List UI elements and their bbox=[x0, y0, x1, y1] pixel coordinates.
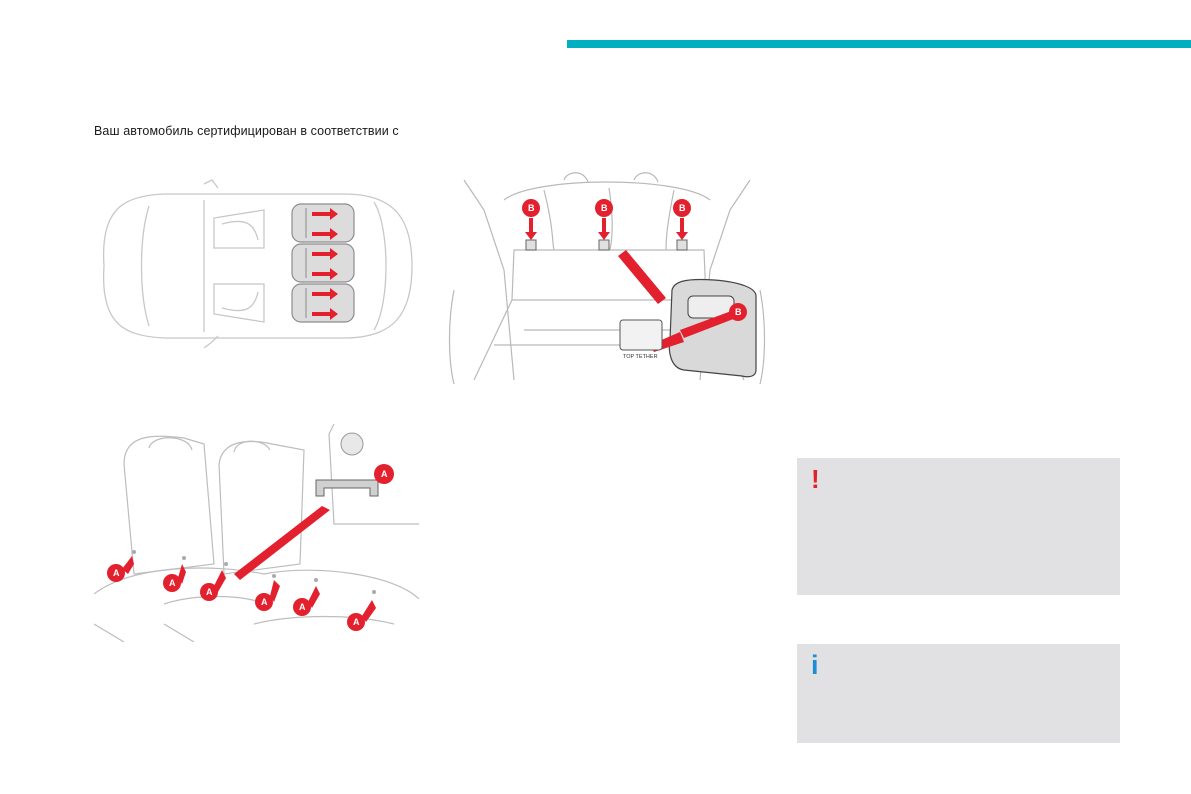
intro-text: Ваш автомобиль сертифицирован в соответс… bbox=[94, 124, 399, 138]
callout-b-label: B bbox=[735, 307, 742, 317]
isofix-arrows bbox=[312, 208, 338, 320]
header-accent-bar bbox=[567, 40, 1191, 48]
callout-a-label: A bbox=[113, 568, 120, 578]
top-tether-label: TOP TETHER bbox=[623, 354, 658, 360]
callout-b-label: B bbox=[601, 203, 608, 213]
car-top-view-illustration bbox=[94, 178, 422, 348]
callout-a-label: A bbox=[381, 469, 388, 479]
boot-top-tether-illustration: B B B B TOP TETHER bbox=[444, 170, 770, 386]
info-note-box: i bbox=[797, 644, 1120, 743]
info-icon: i bbox=[811, 650, 819, 680]
callout-b-label: B bbox=[528, 203, 535, 213]
callout-b-label: B bbox=[679, 203, 686, 213]
callout-a-label: A bbox=[206, 587, 213, 597]
warning-note-box: ! bbox=[797, 458, 1120, 595]
rear-seats-isofix-illustration: A A A A A A A bbox=[94, 424, 419, 642]
callout-a-label: A bbox=[261, 597, 268, 607]
callout-a-label: A bbox=[353, 617, 360, 627]
callout-a-label: A bbox=[169, 578, 176, 588]
callout-a-label: A bbox=[299, 602, 306, 612]
warning-icon: ! bbox=[811, 464, 820, 494]
